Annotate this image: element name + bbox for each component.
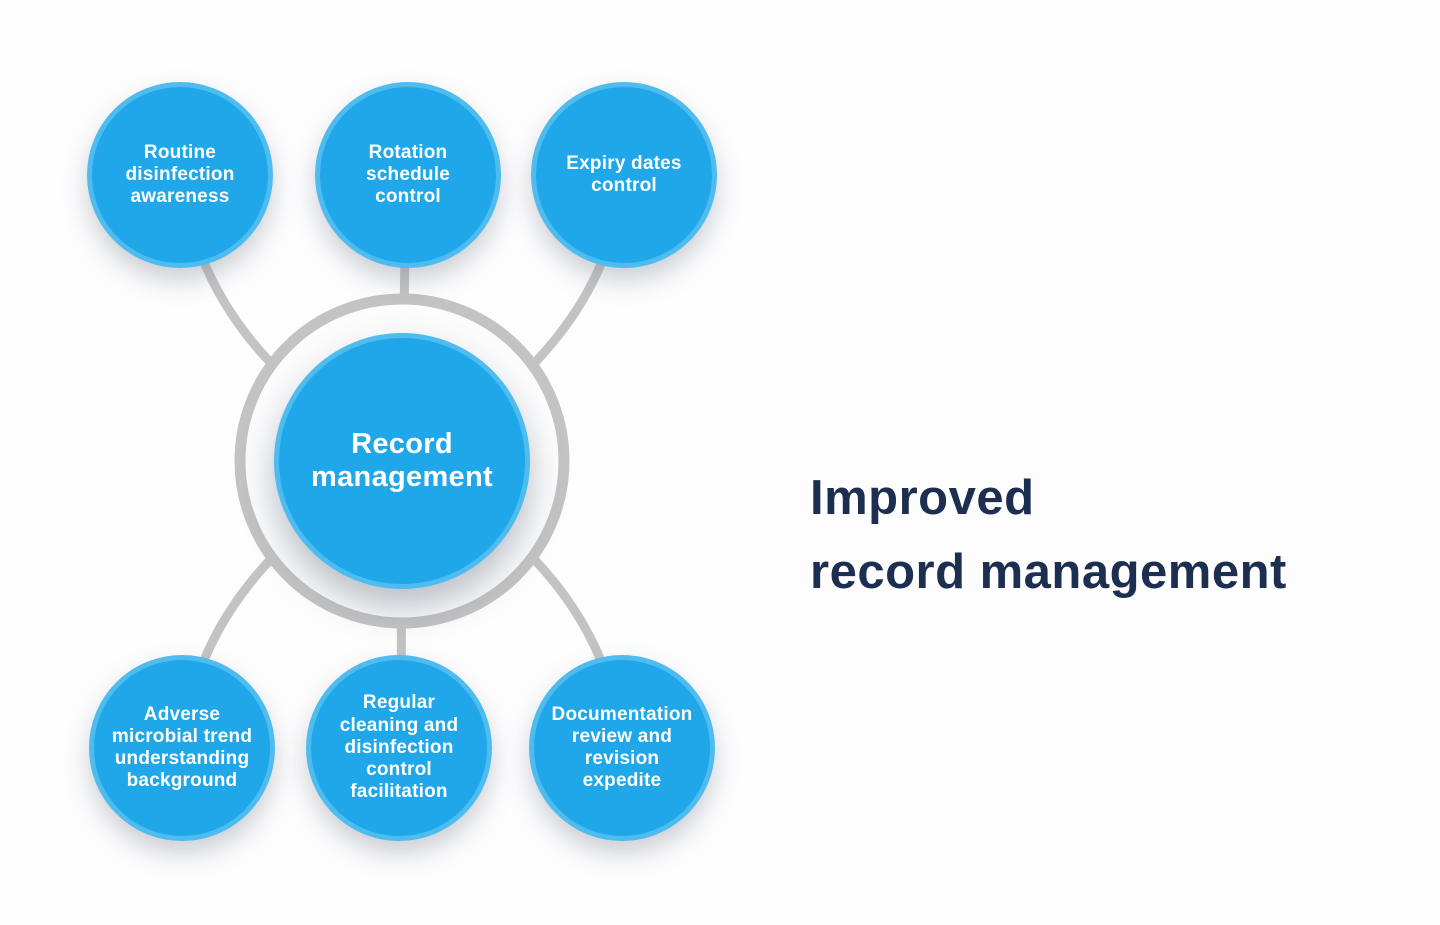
node-label: Regular cleaning and disinfection contro… xyxy=(339,692,459,803)
node-routine-disinfection-awareness: Routine disinfection awareness xyxy=(87,82,273,268)
node-documentation-review-and-revision-expedite: Documentation review and revision expedi… xyxy=(529,655,715,841)
node-label: Adverse microbial trend understanding ba… xyxy=(111,703,253,792)
node-label: Routine disinfection awareness xyxy=(125,141,235,208)
node-label: Documentation review and revision expedi… xyxy=(551,703,693,792)
node-label: Rotation schedule control xyxy=(366,141,450,208)
node-regular-cleaning-and-disinfection-control-facilitation: Regular cleaning and disinfection contro… xyxy=(306,655,492,841)
node-record-management-center: Record management xyxy=(274,333,530,589)
page-title: Improved record management xyxy=(810,470,1287,599)
node-label: Expiry dates control xyxy=(566,152,682,196)
node-expiry-dates-control: Expiry dates control xyxy=(531,82,717,268)
node-label: Record management xyxy=(311,427,493,493)
node-adverse-microbial-trend-understanding-background: Adverse microbial trend understanding ba… xyxy=(89,655,275,841)
node-rotation-schedule-control: Rotation schedule control xyxy=(315,82,501,268)
hub-spoke-diagram: Routine disinfection awareness Rotation … xyxy=(87,82,717,841)
